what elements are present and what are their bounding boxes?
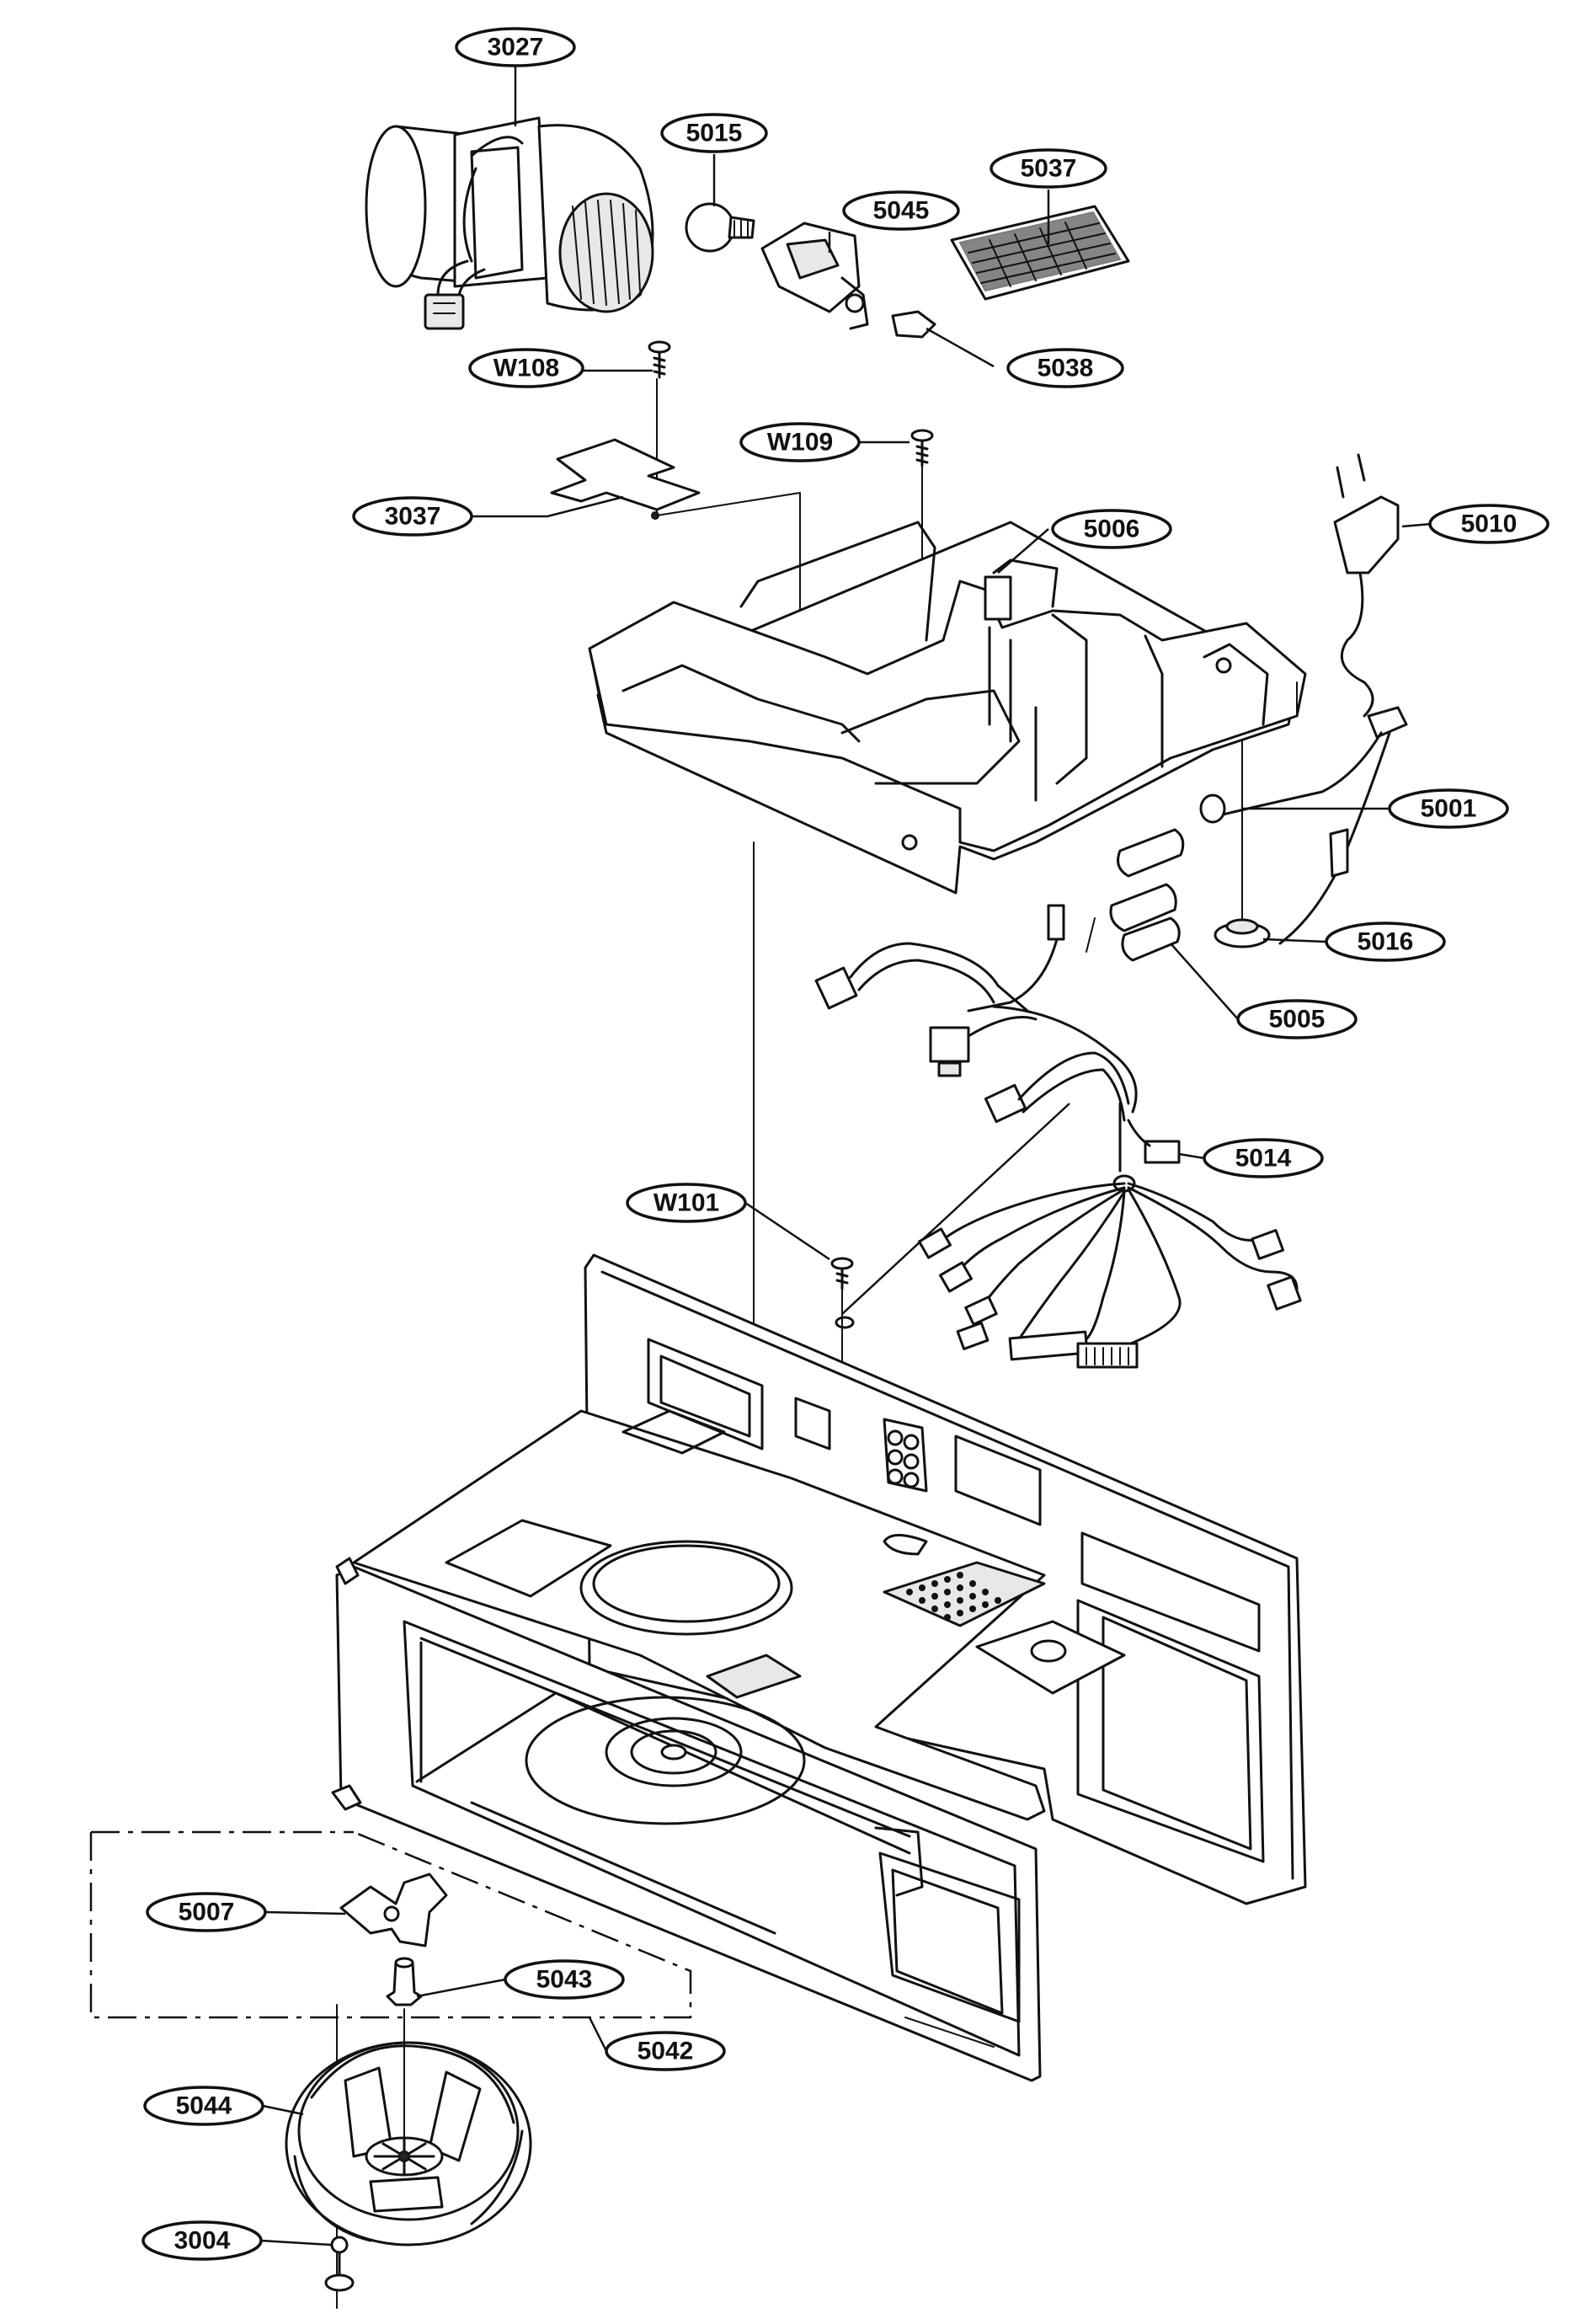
stirrer-shaft — [386, 1957, 423, 2006]
capacitor-5001 — [1117, 793, 1226, 878]
callout-5038: 5038 — [1006, 348, 1124, 388]
blower-fan-motor — [365, 116, 654, 330]
lamp-socket-clip — [891, 310, 936, 339]
callout-5006: 5006 — [1051, 509, 1172, 549]
svg-text:W101: W101 — [653, 1189, 719, 1217]
callout-5044: 5044 — [143, 2086, 264, 2126]
lamp-socket — [760, 222, 869, 330]
svg-text:5015: 5015 — [686, 120, 743, 147]
svg-text:5010: 5010 — [1461, 510, 1518, 538]
callout-5045: 5045 — [842, 190, 960, 231]
base-plate-duct — [588, 521, 1307, 895]
svg-text:3037: 3037 — [385, 503, 441, 531]
callout-3004: 3004 — [141, 2220, 263, 2261]
svg-text:5016: 5016 — [1358, 928, 1414, 956]
screw-w109 — [910, 429, 934, 467]
oven-cavity — [331, 1253, 1307, 2082]
screw-w101 — [830, 1257, 855, 1329]
svg-text:W109: W109 — [767, 429, 833, 457]
callout-5016: 5016 — [1325, 922, 1446, 962]
assembly-box-5042 — [89, 1830, 692, 2019]
callout-w101: W101 — [626, 1183, 747, 1223]
svg-text:5037: 5037 — [1021, 155, 1077, 183]
svg-text:5045: 5045 — [873, 197, 930, 225]
screw-3004 — [324, 2236, 355, 2292]
svg-text:5038: 5038 — [1038, 355, 1094, 382]
svg-text:5007: 5007 — [179, 1899, 235, 1926]
callout-5037: 5037 — [990, 148, 1107, 189]
callout-3037: 3037 — [352, 496, 473, 537]
svg-text:3027: 3027 — [488, 34, 544, 61]
callout-5043: 5043 — [504, 1959, 625, 2000]
callout-5001: 5001 — [1388, 788, 1509, 829]
charcoal-filter — [950, 205, 1130, 301]
screw-w108 — [648, 340, 671, 379]
leader-lines — [260, 66, 1432, 2247]
callout-5010: 5010 — [1428, 504, 1550, 544]
callout-3027: 3027 — [455, 27, 576, 67]
power-cord — [1211, 453, 1408, 945]
wire-harness — [814, 904, 1302, 1369]
svg-text:5043: 5043 — [536, 1966, 593, 1994]
callout-5014: 5014 — [1203, 1138, 1324, 1178]
fuse-holder — [1086, 883, 1181, 962]
svg-text:5014: 5014 — [1235, 1145, 1292, 1173]
svg-text:5001: 5001 — [1421, 795, 1477, 823]
lamp-bulb — [685, 202, 755, 253]
callout-5007: 5007 — [146, 1892, 267, 1932]
svg-text:5042: 5042 — [637, 2038, 694, 2065]
svg-text:3004: 3004 — [174, 2227, 231, 2255]
stirrer-cover — [285, 2008, 532, 2247]
svg-text:5006: 5006 — [1084, 516, 1140, 543]
callout-5005: 5005 — [1236, 999, 1358, 1039]
svg-text:5005: 5005 — [1269, 1006, 1326, 1034]
callout-5015: 5015 — [660, 113, 768, 153]
callout-5042: 5042 — [605, 2031, 726, 2071]
callout-w108: W108 — [468, 348, 584, 388]
svg-text:W108: W108 — [493, 355, 559, 382]
thermal-cutout — [1214, 740, 1271, 948]
svg-text:5044: 5044 — [176, 2092, 232, 2120]
callout-w109: W109 — [739, 422, 861, 462]
waveguide-cover — [550, 438, 801, 641]
stirrer-blade — [339, 1873, 448, 1947]
